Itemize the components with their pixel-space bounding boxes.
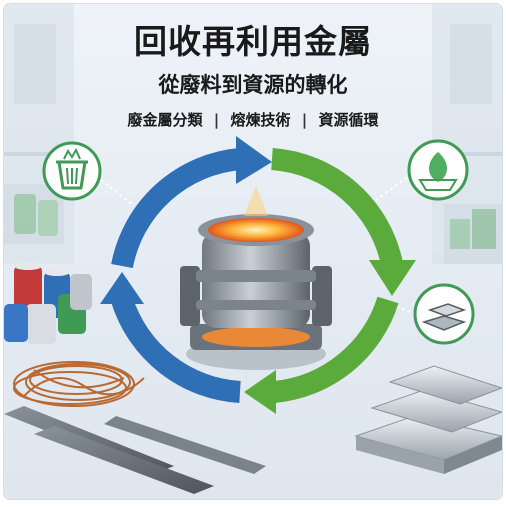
eco-leaf-icon (407, 139, 469, 201)
smelting-furnace-illustration (180, 186, 332, 370)
arrow-blue-top (111, 148, 242, 269)
recycle-bin-icon (42, 141, 102, 201)
tag-separator: | (213, 111, 220, 129)
arrow-head-green-bottom (244, 370, 276, 414)
arrow-blue-left (111, 296, 241, 403)
tag-line: 廢金屬分類 | 熔煉技術 | 資源循環 (4, 110, 502, 130)
header: 回收再利用金屬 從廢料到資源的轉化 廢金屬分類 | 熔煉技術 | 資源循環 (4, 22, 502, 130)
tag-smelting: 熔煉技術 (230, 111, 291, 129)
infographic-frame: 回收再利用金屬 從廢料到資源的轉化 廢金屬分類 | 熔煉技術 | 資源循環 (4, 4, 502, 499)
copper-wire-illustration (13, 361, 145, 407)
metal-ingots-icon (413, 283, 475, 345)
arrow-head-blue-top (236, 136, 272, 184)
page-subtitle: 從廢料到資源的轉化 (158, 73, 348, 97)
arrow-head-green-right (369, 260, 416, 296)
tag-scrap-sorting: 廢金屬分類 (127, 111, 203, 129)
scrap-cans-illustration (4, 262, 92, 344)
warehouse-background (4, 4, 502, 264)
ingot-stack-illustration (354, 365, 502, 474)
illustration-canvas (4, 4, 502, 494)
arrow-green-bottom (272, 296, 399, 403)
page-title: 回收再利用金屬 (134, 22, 372, 61)
tag-resource-cycle: 資源循環 (318, 111, 379, 129)
arrow-green-right (270, 148, 403, 267)
arrow-head-blue-left (100, 272, 144, 304)
steel-beams-illustration (4, 406, 266, 494)
tag-separator: | (301, 111, 308, 129)
cycle-arrows (100, 136, 416, 414)
